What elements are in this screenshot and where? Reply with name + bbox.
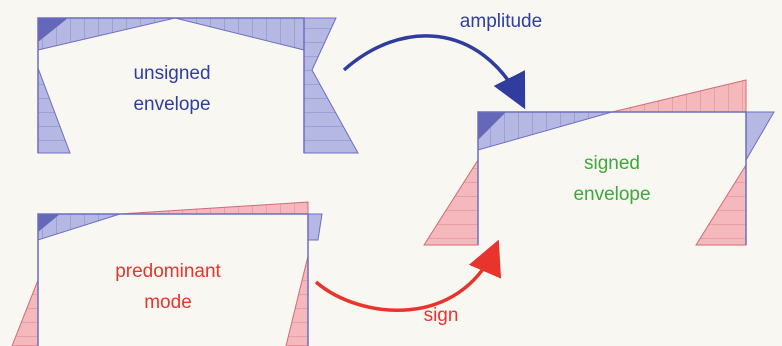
signed-envelope-label: signed envelope <box>552 154 672 204</box>
signed-envelope-frame <box>423 79 775 246</box>
amplitude-label: amplitude <box>459 11 543 32</box>
label-line-unsigned: unsigned <box>133 63 211 84</box>
sign-label: sign <box>423 305 459 326</box>
amplitude-arrow <box>342 34 526 110</box>
label-line-mode: mode <box>144 292 192 313</box>
unsigned-envelope-frame <box>37 17 359 154</box>
label-line-envelope: envelope <box>133 94 211 115</box>
unsigned-envelope-label: unsigned envelope <box>112 64 232 114</box>
label-line-predominant: predominant <box>115 261 221 282</box>
label-line-signed: signed <box>584 153 640 174</box>
predominant-mode-frame <box>11 201 323 346</box>
label-line-envelope-signed: envelope <box>573 184 651 205</box>
sign-arrow <box>314 239 502 313</box>
predominant-mode-label: predominant mode <box>98 262 238 312</box>
